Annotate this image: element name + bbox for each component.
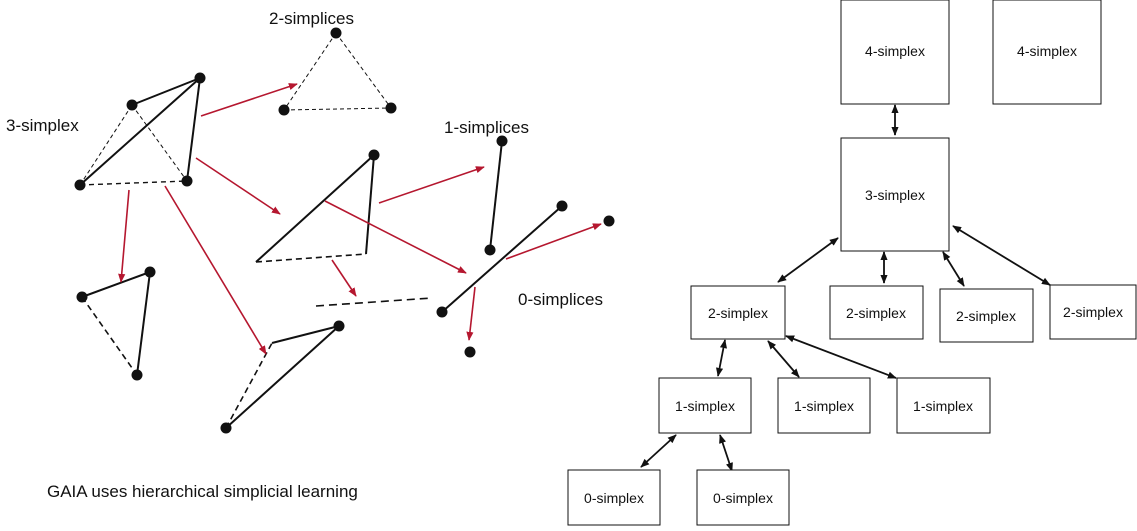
box-four-simplex-a [840, 0, 950, 105]
arrow-one-zero-b [719, 434, 733, 472]
caption: GAIA uses hierarchical simplicial learni… [47, 482, 358, 501]
box-label-two-a: 2-simplex [708, 305, 768, 321]
arrow-two-one-c [785, 335, 897, 379]
two-simplex-bottom-shape [220, 320, 345, 434]
two-simplex-lower-left-shape [76, 266, 156, 381]
two-simplex-center-shape [255, 149, 380, 263]
two-simplex-top-shape [278, 27, 397, 116]
arrow-two-one-b [767, 340, 800, 378]
box-label-one-c: 1-simplex [913, 398, 973, 414]
left-panel: 2-simplices 3-simplex 1-simplices 0-simp… [6, 9, 615, 501]
box-zero-simplex-b [696, 469, 790, 526]
box-two-simplex-c [939, 288, 1034, 343]
box-four-simplex-b [992, 0, 1102, 105]
hierarchy-arrows [640, 104, 1051, 472]
box-label-three: 3-simplex [865, 187, 925, 203]
red-arrows [118, 83, 602, 355]
box-three-simplex [840, 137, 950, 252]
box-label-one-a: 1-simplex [675, 398, 735, 414]
box-label-zero-a: 0-simplex [584, 490, 644, 506]
arrow-three-two-c [942, 251, 965, 287]
label-zero-simplices: 0-simplices [518, 290, 603, 309]
arrow-three-two-a [777, 237, 839, 283]
label-three-simplex: 3-simplex [6, 116, 79, 135]
box-one-simplex-a [658, 377, 752, 434]
box-one-simplex-c [896, 377, 991, 434]
box-label-four-b: 4-simplex [1017, 43, 1077, 59]
box-label-two-b: 2-simplex [846, 305, 906, 321]
arrow-one-zero-a [640, 434, 677, 468]
label-one-simplices: 1-simplices [444, 118, 529, 137]
label-two-simplices: 2-simplices [269, 9, 354, 28]
box-label-two-d: 2-simplex [1063, 304, 1123, 320]
box-two-simplex-d [1049, 284, 1137, 340]
box-label-two-c: 2-simplex [956, 308, 1016, 324]
box-label-four-a: 4-simplex [865, 43, 925, 59]
zero-simplices-points [464, 215, 615, 358]
box-one-simplex-b [777, 377, 871, 434]
arrow-three-two-d [952, 225, 1051, 286]
box-two-simplex-a [690, 285, 786, 340]
one-simplices-shapes [315, 135, 568, 318]
right-panel: 4-simplex 4-simplex 3-simplex 2-simplex … [567, 0, 1137, 526]
box-label-one-b: 1-simplex [794, 398, 854, 414]
box-label-zero-b: 0-simplex [713, 490, 773, 506]
arrow-two-one-a [716, 339, 727, 377]
box-two-simplex-b [829, 285, 924, 340]
box-zero-simplex-a [567, 469, 661, 526]
three-simplex-shape [74, 72, 206, 191]
